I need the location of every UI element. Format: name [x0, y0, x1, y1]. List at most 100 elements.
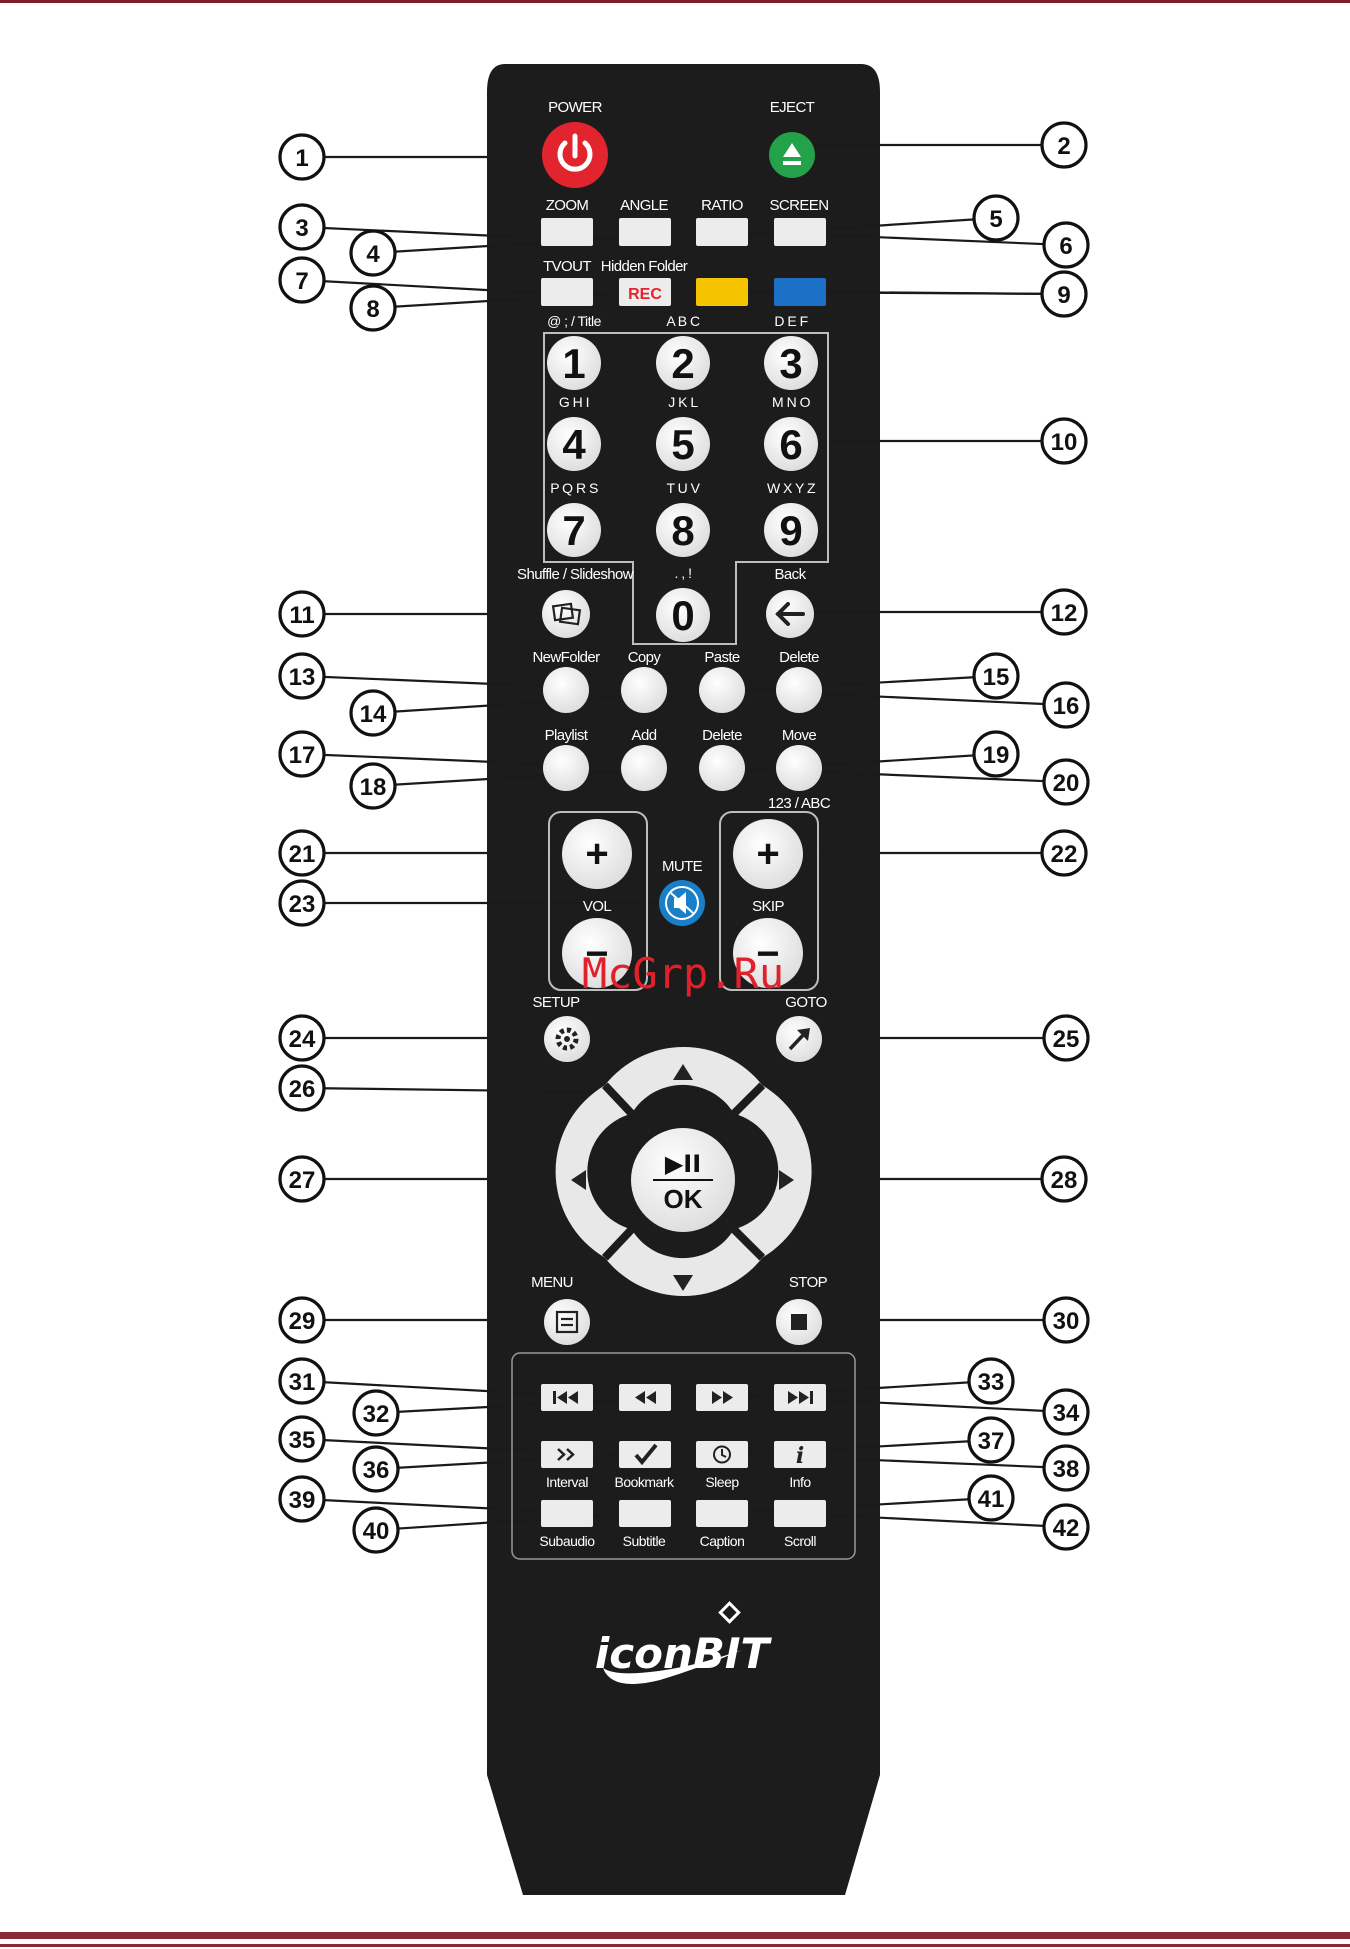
- menu-button[interactable]: [544, 1299, 590, 1345]
- move-button[interactable]: [776, 745, 822, 791]
- digit-4-button[interactable]: [547, 417, 601, 471]
- new-folder-button[interactable]: [543, 667, 589, 713]
- playlist-button[interactable]: [543, 745, 589, 791]
- yellow-button[interactable]: [696, 278, 748, 306]
- delete-bottom-label: Delete: [702, 727, 742, 744]
- skip-down-button[interactable]: [733, 918, 803, 988]
- callout-number: 27: [289, 1167, 316, 1194]
- power-icon: [557, 133, 593, 172]
- subaudio-label: Subaudio: [539, 1533, 595, 1549]
- angle-button[interactable]: [619, 218, 671, 246]
- callout-42-marker: [1042, 1503, 1090, 1551]
- callout-leader: [825, 1513, 1067, 1529]
- keypad-letters: P Q R S: [550, 480, 598, 496]
- callout-number: 3: [295, 215, 308, 242]
- callout-number: 5: [989, 206, 1002, 233]
- skip-previous-icon: [553, 1391, 578, 1404]
- callout-26-marker: [278, 1064, 326, 1112]
- arrow-down-icon: [673, 1275, 693, 1291]
- subtitle-button[interactable]: [619, 1500, 671, 1527]
- callout-number: 7: [295, 268, 308, 295]
- shuffle-label: Shuffle / Slideshow: [517, 566, 634, 583]
- scroll-label: Scroll: [784, 1533, 816, 1549]
- callout-number: 31: [289, 1369, 316, 1396]
- bookmark-button[interactable]: [619, 1441, 671, 1468]
- callout-number: 11: [289, 602, 314, 629]
- arrow-up-icon: [673, 1064, 693, 1080]
- setup-label: SETUP: [532, 994, 580, 1011]
- arrow-right-icon: [779, 1170, 794, 1190]
- digit-8-button[interactable]: [656, 503, 710, 557]
- callout-leader: [301, 674, 544, 688]
- dpad-right-button[interactable]: [734, 1085, 812, 1258]
- shuffle-button[interactable]: [542, 590, 590, 638]
- scroll-button[interactable]: [774, 1500, 826, 1527]
- tvout-button[interactable]: [541, 278, 593, 306]
- menu-icon: [555, 1310, 579, 1334]
- add-label: Add: [632, 727, 657, 744]
- digit-6-button[interactable]: [764, 417, 818, 471]
- dpad-left-button[interactable]: [555, 1085, 632, 1258]
- callout-number: 33: [978, 1369, 1005, 1396]
- digit-0-button[interactable]: [656, 588, 710, 642]
- callout-10-marker: [1040, 417, 1088, 465]
- hidden-folder-label: Hidden Folder: [601, 258, 688, 275]
- vol-down-button[interactable]: [562, 918, 632, 988]
- dpad-up-button[interactable]: [604, 1046, 763, 1114]
- callout-number: 23: [289, 891, 316, 918]
- callout-11-marker: [278, 590, 326, 638]
- delete-bottom-button[interactable]: [699, 745, 745, 791]
- digit-3-button[interactable]: [764, 336, 818, 390]
- callout-15-marker: [972, 652, 1020, 700]
- callout-6-marker: [1042, 221, 1090, 269]
- angle-label: ANGLE: [620, 197, 668, 214]
- callout-number: 15: [983, 664, 1010, 691]
- callout-4-marker: [349, 229, 397, 277]
- rec-button[interactable]: [619, 278, 671, 306]
- play-pause-icon: ▶II: [665, 1150, 701, 1178]
- interval-button[interactable]: [541, 1441, 593, 1468]
- digit-7-button[interactable]: [547, 503, 601, 557]
- callout-leader: [301, 1379, 542, 1396]
- delete-top-button[interactable]: [776, 667, 822, 713]
- add-button[interactable]: [621, 745, 667, 791]
- checkmark-icon: [634, 1443, 658, 1466]
- digit-1-button[interactable]: [547, 336, 601, 390]
- digit-label: 5: [671, 421, 694, 468]
- dpad-down-button[interactable]: [604, 1229, 763, 1297]
- callout-37-marker: [967, 1416, 1015, 1464]
- info-button[interactable]: [774, 1441, 826, 1468]
- ratio-button[interactable]: [696, 218, 748, 246]
- blue-button[interactable]: [774, 278, 826, 306]
- watermark-text: McGrp.Ru: [582, 949, 784, 998]
- keypad-letters: . , !: [675, 565, 692, 581]
- callout-20-marker: [1042, 758, 1090, 806]
- subaudio-button[interactable]: [541, 1500, 593, 1527]
- screen-button[interactable]: [774, 218, 826, 246]
- caption-button[interactable]: [696, 1500, 748, 1527]
- interval-label: Interval: [546, 1474, 588, 1490]
- goto-arrow-icon: [788, 1028, 810, 1051]
- vol-up-button[interactable]: [562, 819, 632, 889]
- eject-label: EJECT: [770, 99, 815, 116]
- keypad-letters: M N O: [772, 394, 811, 410]
- skip-up-button[interactable]: [733, 819, 803, 889]
- copy-button[interactable]: [621, 667, 667, 713]
- ratio-label: RATIO: [701, 197, 743, 214]
- digit-label: 6: [779, 421, 802, 468]
- paste-button[interactable]: [699, 667, 745, 713]
- digit-2-button[interactable]: [656, 336, 710, 390]
- minus-icon: −: [585, 932, 608, 976]
- rec-label: REC: [628, 286, 662, 303]
- rewind-icon: [635, 1391, 656, 1404]
- callout-leader: [301, 752, 544, 766]
- mute-label: MUTE: [662, 858, 703, 875]
- bookmark-label: Bookmark: [614, 1474, 675, 1490]
- digit-9-button[interactable]: [764, 503, 818, 557]
- zoom-button[interactable]: [541, 218, 593, 246]
- digit-5-button[interactable]: [656, 417, 710, 471]
- callout-number: 29: [289, 1308, 316, 1335]
- digit-label: 2: [671, 340, 694, 387]
